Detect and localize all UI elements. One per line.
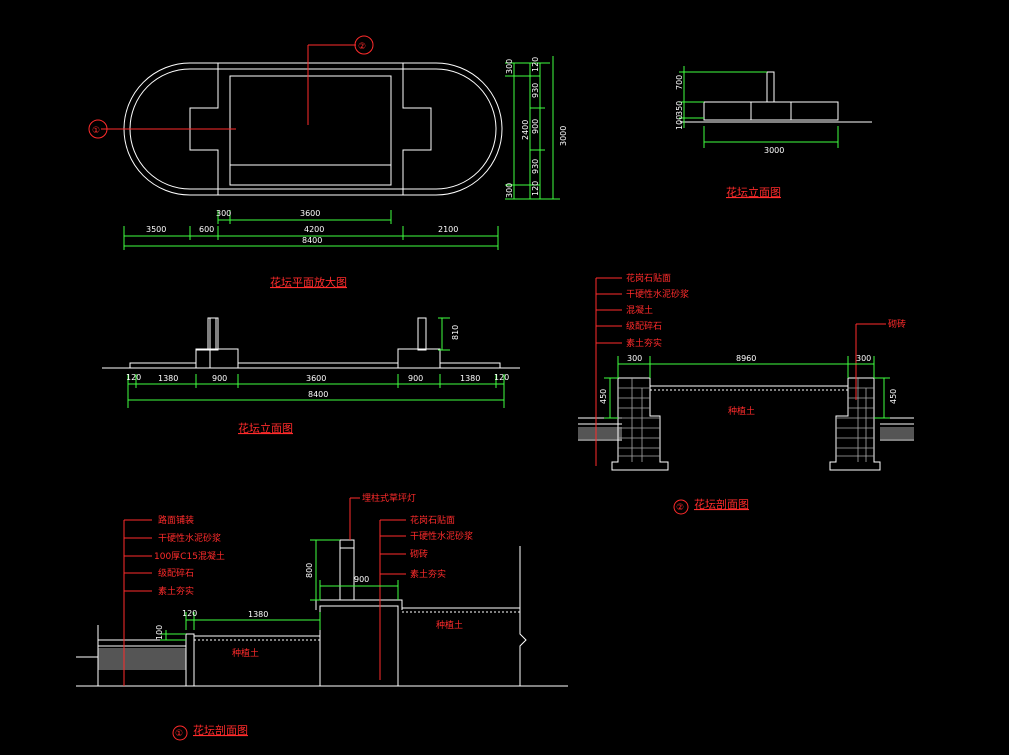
plan-title: 花坛平面放大图 (270, 275, 347, 289)
section2-dim-300a: 300 (627, 354, 642, 363)
section-marker-2: ② (358, 42, 366, 52)
plan-dim-600: 600 (199, 225, 214, 234)
gravel-right (880, 427, 914, 439)
plan-vdim-900: 900 (531, 119, 540, 134)
elev-title: 花坛立面图 (238, 421, 293, 435)
plan-vdim-2400: 2400 (521, 120, 530, 140)
elev-small-dim-3000: 3000 (764, 146, 784, 155)
elev-dim-1380a: 1380 (158, 374, 178, 383)
elev-vdim-810: 810 (451, 325, 460, 340)
plan-dim-3600: 3600 (300, 209, 320, 218)
gravel-left (578, 427, 622, 439)
brick-right (836, 378, 874, 462)
elev-dim-900a: 900 (212, 374, 227, 383)
plan-vdim-300b: 300 (505, 183, 514, 198)
gravel-layer (98, 648, 186, 670)
section2-label-2: 干硬性水泥砂浆 (626, 288, 689, 300)
flower-bed-section-2: 花岗石贴面 干硬性水泥砂浆 混凝土 级配碎石 素土夯实 砌砖 种植土 300 8… (578, 272, 914, 515)
section1-soil-left: 种植土 (232, 647, 259, 659)
elev-small-vdim-350: 350 (675, 101, 684, 116)
section1-left-label-1: 路面铺装 (158, 514, 194, 526)
plan-vdim-930a: 930 (531, 83, 540, 98)
section2-label-3: 混凝土 (626, 304, 653, 316)
flower-bed-elevation: 810 120 1380 900 3600 900 1380 120 8400 … (102, 317, 520, 435)
plan-vdim-120a: 120 (531, 57, 540, 72)
section2-vdim-450a: 450 (599, 389, 608, 404)
section1-vdim-800: 800 (305, 563, 314, 578)
plan-dim-2100: 2100 (438, 225, 458, 234)
section1-left-label-5: 素土夯实 (158, 585, 194, 597)
section1-dim-900: 900 (354, 575, 369, 584)
plan-dim-3500: 3500 (146, 225, 166, 234)
elev-dim-3600: 3600 (306, 374, 326, 383)
plan-vdim-930b: 930 (531, 159, 540, 174)
section2-dim-8960: 8960 (736, 354, 756, 363)
section1-dim-120: 120 (182, 609, 197, 618)
plan-dim-4200: 4200 (304, 225, 324, 234)
section1-title: 花坛剖面图 (193, 723, 248, 737)
section1-lamp-label: 埋柱式草坪灯 (362, 492, 416, 504)
flower-bed-plan: ① ② 300 3600 3500 600 4200 2100 8400 (88, 35, 568, 289)
section1-vdim-100: 100 (155, 625, 164, 640)
section1-right-label-4: 素土夯实 (410, 568, 446, 580)
elev-small-title: 花坛立面图 (726, 185, 781, 199)
plan-vdim-3000: 3000 (559, 126, 568, 146)
flower-bed-elevation-small: 700 350 100 3000 花坛立面图 (675, 66, 872, 199)
section2-label-5: 素土夯实 (626, 337, 662, 349)
section2-label-4: 级配碎石 (626, 320, 662, 332)
elev-dim-8400: 8400 (308, 390, 328, 399)
section2-vdim-450b: 450 (889, 389, 898, 404)
section-marker-1: ① (92, 126, 100, 136)
section1-dim-1380: 1380 (248, 610, 268, 619)
section2-marker: ② (676, 503, 684, 513)
plan-vdim-300a: 300 (505, 59, 514, 74)
section2-dim-300b: 300 (856, 354, 871, 363)
brick-left (618, 378, 660, 462)
section1-right-label-1: 花岗石贴面 (410, 514, 455, 526)
elev-dim-1380b: 1380 (460, 374, 480, 383)
section1-left-label-3: 100厚C15混凝土 (154, 550, 225, 562)
elev-dim-900b: 900 (408, 374, 423, 383)
section1-soil-right: 种植土 (436, 619, 463, 631)
section1-right-label-2: 干硬性水泥砂浆 (410, 530, 473, 542)
section2-title: 花坛剖面图 (694, 497, 749, 511)
section1-right-label-3: 砌砖 (410, 548, 428, 560)
plan-dim-8400: 8400 (302, 236, 322, 245)
section2-right-label: 砌砖 (888, 318, 906, 330)
section1-marker: ① (175, 729, 183, 739)
elev-small-vdim-700: 700 (675, 75, 684, 90)
elev-small-vdim-100: 100 (675, 115, 684, 130)
elev-dim-120a: 120 (126, 373, 141, 382)
plan-dim-300: 300 (216, 209, 231, 218)
section2-soil-label: 种植土 (728, 405, 755, 417)
section1-left-label-2: 干硬性水泥砂浆 (158, 532, 221, 544)
flower-bed-section-1: 路面铺装 干硬性水泥砂浆 100厚C15混凝土 级配碎石 素土夯实 埋柱式草坪灯… (76, 492, 568, 741)
plan-vdim-120b: 120 (531, 181, 540, 196)
section1-left-label-4: 级配碎石 (158, 567, 194, 579)
section2-label-1: 花岗石贴面 (626, 272, 671, 284)
elev-dim-120b: 120 (494, 373, 509, 382)
